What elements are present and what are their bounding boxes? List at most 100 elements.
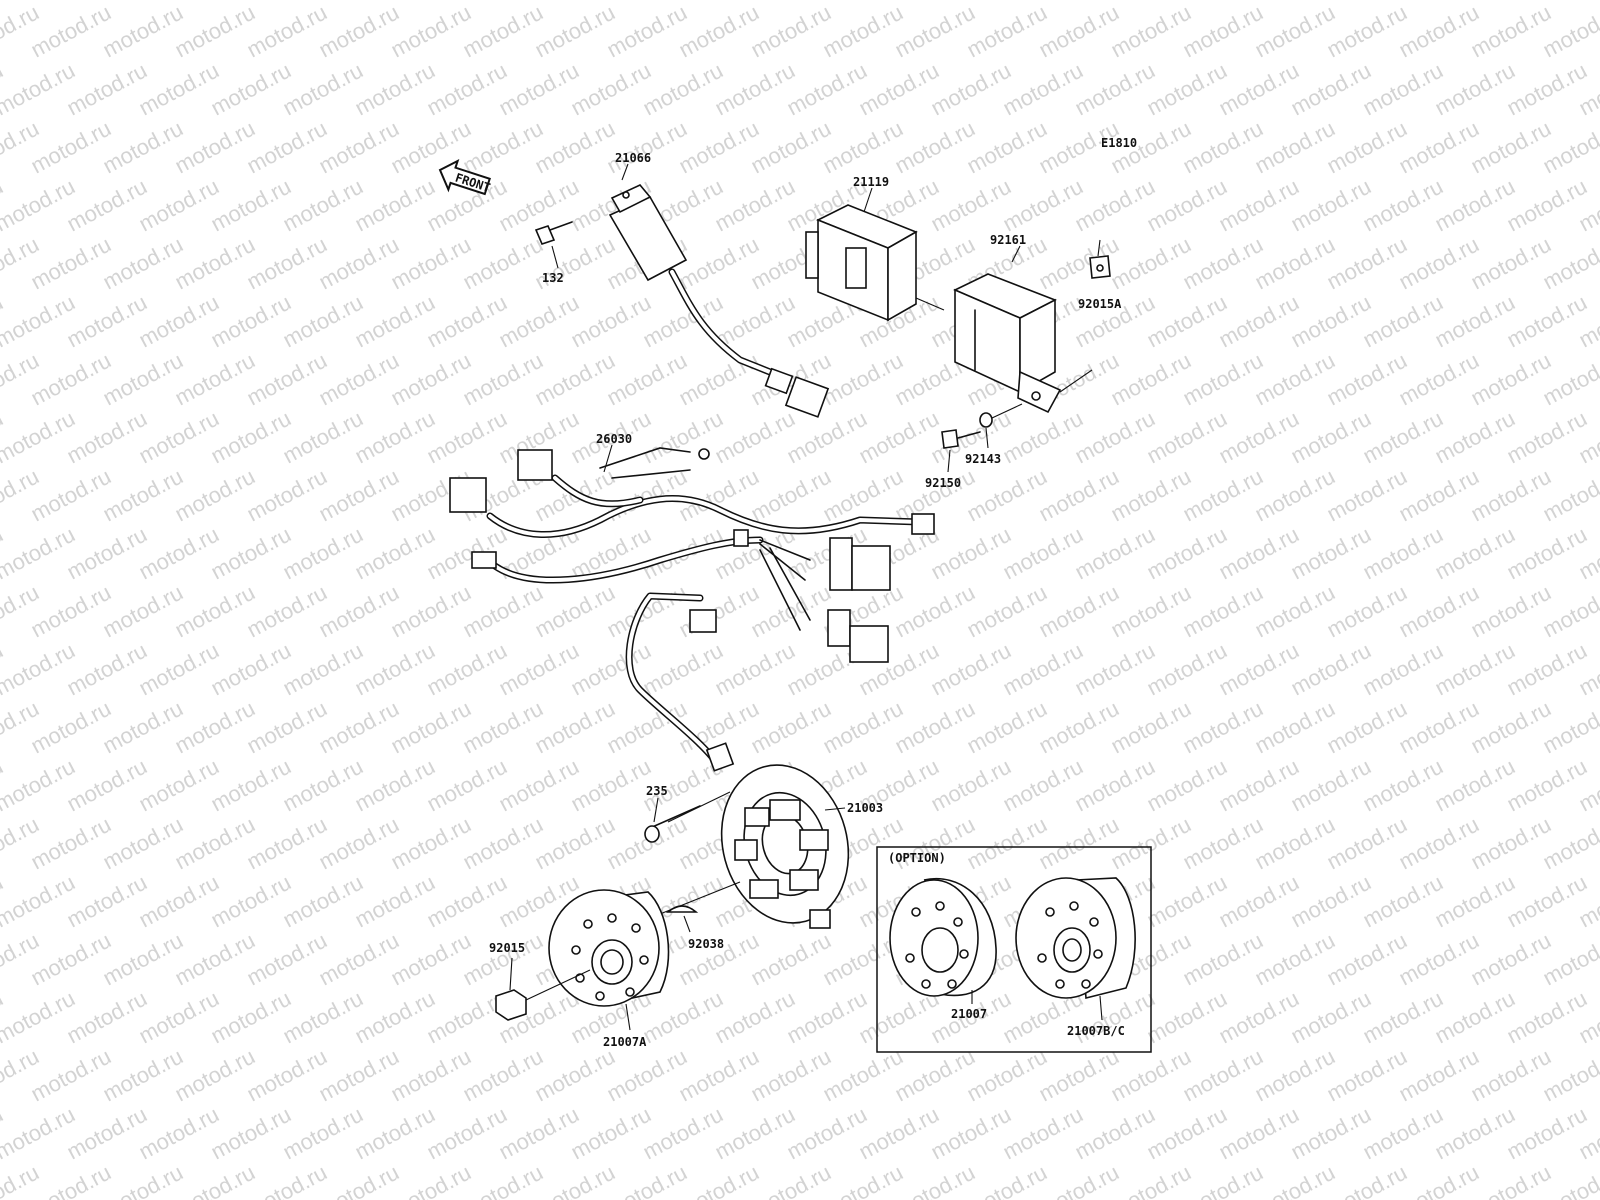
watermark-text: motod.ru [783,0,871,4]
watermark-text: motod.ru [0,58,79,121]
watermark-text: motod.ru [63,986,151,1049]
watermark-text: motod.ru [531,696,619,759]
watermark-text: motod.ru [1431,638,1519,701]
watermark-text: motod.ru [315,232,403,295]
watermark-text: motod.ru [1287,754,1375,817]
watermark-text: motod.ru [99,812,187,875]
watermark-text: motod.ru [1467,696,1555,759]
option-box [876,846,1152,1053]
watermark-text: motod.ru [1251,348,1339,411]
watermark-text: motod.ru [63,522,151,585]
watermark-text: motod.ru [1251,928,1339,991]
watermark-text: motod.ru [783,406,871,469]
watermark-text: motod.ru [1215,1102,1303,1165]
watermark-text: motod.ru [1431,1102,1519,1165]
watermark-text: motod.ru [279,58,367,121]
watermark-text: motod.ru [351,754,439,817]
watermark-text: motod.ru [63,58,151,121]
watermark-text: motod.ru [0,986,79,1049]
watermark-text: motod.ru [1467,0,1555,62]
watermark-text: motod.ru [27,232,115,295]
watermark-text: motod.ru [819,0,907,62]
watermark-text: motod.ru [1071,754,1159,817]
watermark-text: motod.ru [1107,696,1195,759]
watermark-text: motod.ru [99,116,187,179]
watermark-text: motod.ru [747,696,835,759]
watermark-text: motod.ru [1107,0,1195,62]
watermark-text: motod.ru [0,522,79,585]
watermark-text: motod.ru [1071,0,1159,4]
watermark-text: motod.ru [819,696,907,759]
watermark-text: motod.ru [1179,464,1267,527]
connector [911,513,935,535]
watermark-text: motod.ru [99,1044,187,1107]
watermark-text: motod.ru [1251,464,1339,527]
watermark-text: motod.ru [819,348,907,411]
watermark-text: motod.ru [1323,928,1411,991]
watermark-text: motod.ru [1503,406,1591,469]
watermark-text: motod.ru [171,928,259,991]
watermark-text: motod.ru [531,1044,619,1107]
watermark-text: motod.ru [891,1044,979,1107]
watermark-text: motod.ru [1323,580,1411,643]
label-92015A: 92015A [1078,297,1122,311]
watermark-text: motod.ru [1179,928,1267,991]
watermark-text: motod.ru [1395,232,1483,295]
watermark-text: motod.ru [1107,232,1195,295]
watermark-text: motod.ru [1395,1044,1483,1107]
label-92015: 92015 [489,941,525,955]
watermark-text: motod.ru [639,406,727,469]
watermark-text: motod.ru [1503,754,1591,817]
label-92161: 92161 [990,233,1026,247]
watermark-text: motod.ru [207,522,295,585]
watermark-text: motod.ru [819,1044,907,1107]
watermark-text: motod.ru [1323,348,1411,411]
watermark-text: motod.ru [495,754,583,817]
watermark-text: motod.ru [567,0,655,4]
watermark-text: motod.ru [1467,464,1555,527]
watermark-text: motod.ru [27,696,115,759]
watermark-text: motod.ru [531,116,619,179]
watermark-text: motod.ru [207,406,295,469]
watermark-text: motod.ru [279,870,367,933]
watermark-text: motod.ru [279,1102,367,1165]
watermark-text: motod.ru [1215,174,1303,237]
watermark-text: motod.ru [423,522,511,585]
watermark-text: motod.ru [423,754,511,817]
watermark-text: motod.ru [207,986,295,1049]
watermark-text: motod.ru [531,348,619,411]
watermark-text: motod.ru [891,696,979,759]
watermark-text: motod.ru [27,464,115,527]
watermark-text: motod.ru [1287,522,1375,585]
watermark-text: motod.ru [279,290,367,353]
regulator-92161 [953,273,1062,414]
label-92143: 92143 [965,452,1001,466]
watermark-text: motod.ru [1143,638,1231,701]
watermark-text: motod.ru [567,290,655,353]
watermark-text: motod.ru [315,1044,403,1107]
watermark-text: motod.ru [279,406,367,469]
watermark-text: motod.ru [855,1102,943,1165]
label-26030: 26030 [596,432,632,446]
watermark-text: motod.ru [927,174,1015,237]
watermark-text: motod.ru [675,348,763,411]
watermark-text: motod.ru [171,812,259,875]
watermark-text: motod.ru [1287,638,1375,701]
watermark-text: motod.ru [1251,0,1339,62]
watermark-text: motod.ru [999,754,1087,817]
watermark-text: motod.ru [603,1044,691,1107]
watermark-text: motod.ru [387,812,475,875]
watermark-text: motod.ru [279,754,367,817]
watermark-text: motod.ru [1431,0,1519,4]
watermark-text: motod.ru [387,0,475,62]
watermark-text: motod.ru [99,696,187,759]
watermark-text: motod.ru [999,0,1087,4]
watermark-text: motod.ru [1467,928,1555,991]
watermark-text: motod.ru [1251,116,1339,179]
watermark-text: motod.ru [315,696,403,759]
watermark-text: motod.ru [1503,986,1591,1049]
watermark-text: motod.ru [243,1044,331,1107]
rotor-21007B-C [1015,877,1136,1000]
watermark-text: motod.ru [171,1044,259,1107]
